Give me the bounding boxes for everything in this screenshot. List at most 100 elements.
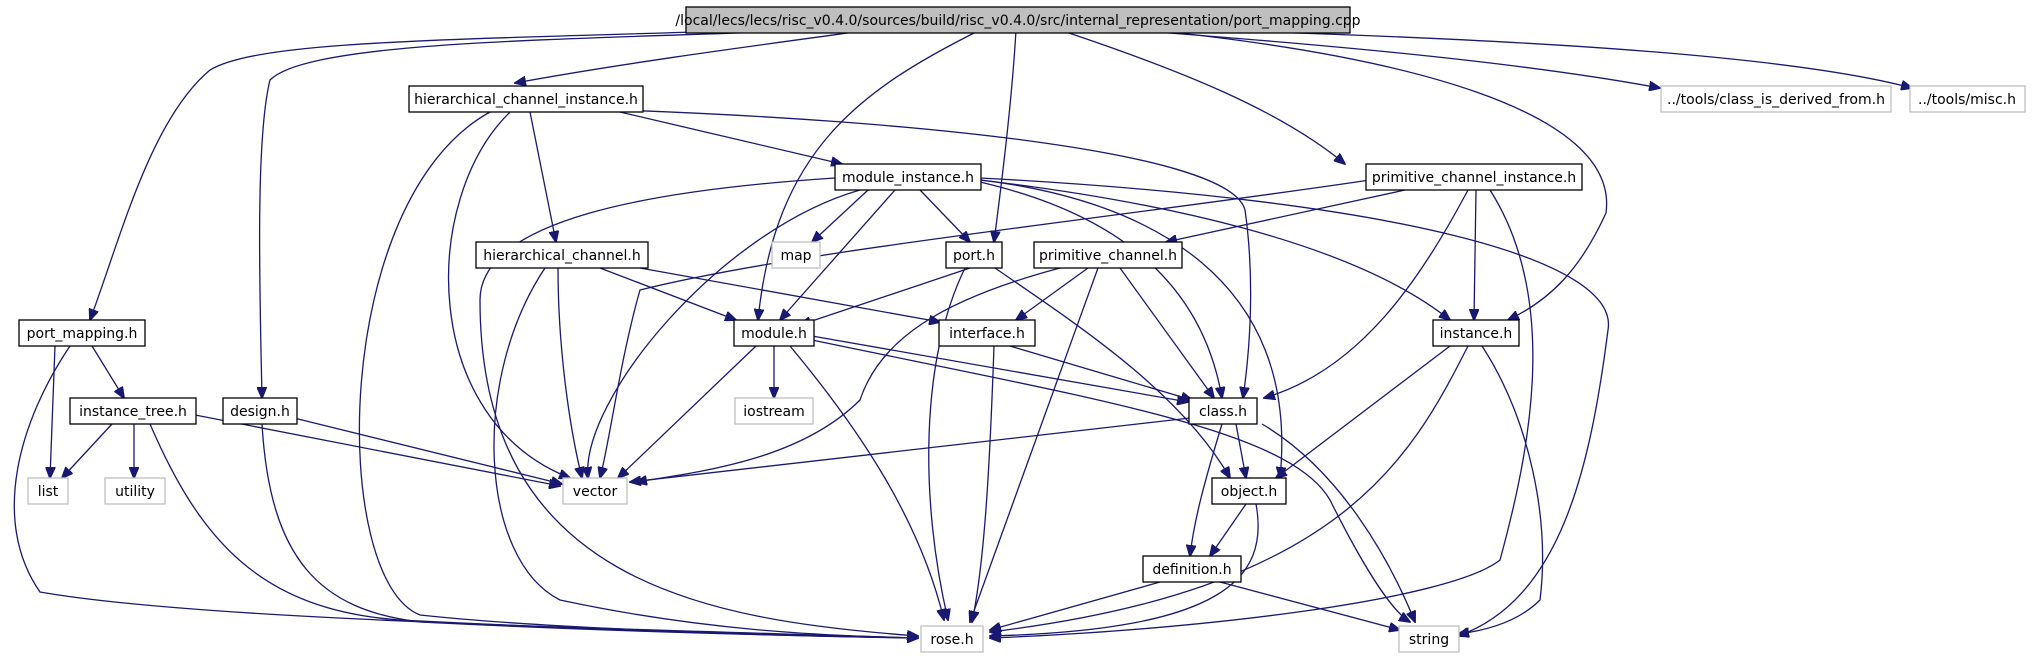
node-instance-h[interactable]: instance.h <box>1432 319 1520 347</box>
node-label: utility <box>115 484 155 500</box>
node-list[interactable]: list <box>27 477 69 505</box>
node-class-is-derived-from-h[interactable]: ../tools/class_is_derived_from.h <box>1660 85 1892 113</box>
node-label: vector <box>573 484 618 500</box>
edge-mod-to-vector <box>618 345 757 478</box>
node-interface-h[interactable]: interface.h <box>938 319 1036 347</box>
node-string[interactable]: string <box>1398 625 1460 653</box>
edge-root-to-port-mapping <box>90 29 761 320</box>
node-label: instance.h <box>1440 326 1513 342</box>
edge-hci-to-vector <box>447 111 570 478</box>
edge-root-to-port <box>994 29 1017 242</box>
node-label: class.h <box>1199 404 1247 420</box>
edge-hci-to-module-instance <box>619 111 842 164</box>
edge-root-to-class-derived <box>1129 29 1660 88</box>
node-module-h[interactable]: module.h <box>733 319 815 347</box>
edge-mi-to-instance <box>979 179 1450 320</box>
edge-object-to-rose <box>990 503 1259 636</box>
node-module-instance-h[interactable]: module_instance.h <box>834 163 982 191</box>
node-label: map <box>780 248 811 264</box>
edge-mi-to-map <box>812 189 869 242</box>
node-iostream[interactable]: iostream <box>734 397 814 425</box>
edge-class-to-object <box>1235 423 1246 478</box>
edge-pm-to-list <box>50 345 56 478</box>
node-root-label: /local/lecs/lecs/risc_v0.4.0/sources/bui… <box>675 13 1360 29</box>
edge-mi-to-vector <box>588 189 861 478</box>
edge-port-to-object <box>994 267 1230 478</box>
edge-hc-to-vector <box>557 267 582 478</box>
edge-it-to-list <box>62 423 113 478</box>
edge-mi-to-string <box>979 177 1610 636</box>
edge-hci-to-class <box>619 109 1252 398</box>
edge-root-to-hci <box>515 29 871 83</box>
edge-pc-to-rose <box>970 267 1099 622</box>
edge-root-to-pci <box>1059 29 1345 164</box>
edge-pc-to-class <box>1119 267 1214 398</box>
edge-pm-to-rose <box>13 345 918 638</box>
edge-if-to-rose <box>972 345 995 622</box>
edge-root-to-misc <box>1199 29 1912 88</box>
node-vector[interactable]: vector <box>562 477 628 505</box>
edge-pci-to-prim-channel <box>1166 189 1406 242</box>
edge-mod-to-rose <box>789 345 944 620</box>
node-label: ../tools/class_is_derived_from.h <box>1667 92 1885 108</box>
edge-port-to-module <box>800 267 971 325</box>
node-label: list <box>38 484 59 500</box>
edge-def-to-string <box>1219 581 1400 630</box>
edge-pci-to-vector <box>600 179 1371 478</box>
edge-it-to-vector <box>189 413 560 486</box>
edge-mi-to-port <box>919 189 970 242</box>
edge-hc-to-rose <box>493 267 918 638</box>
node-label: ../tools/misc.h <box>1918 92 2016 108</box>
edge-pci-to-class <box>1264 189 1469 398</box>
edge-hc-to-interface <box>639 267 940 322</box>
node-rose-h[interactable]: rose.h <box>920 625 984 653</box>
node-label: hierarchical_channel.h <box>483 248 641 264</box>
node-label: module_instance.h <box>842 170 974 186</box>
node-label: string <box>1409 632 1449 648</box>
node-port-h[interactable]: port.h <box>945 241 1003 269</box>
edges <box>13 29 1912 638</box>
edge-hci-to-rose <box>358 111 918 638</box>
node-label: instance_tree.h <box>79 404 187 420</box>
node-label: port.h <box>953 248 995 264</box>
node-label: design.h <box>230 404 290 420</box>
edge-object-to-definition <box>1210 503 1247 556</box>
node-hierarchical-channel-instance-h[interactable]: hierarchical_channel_instance.h <box>408 85 644 113</box>
node-instance-tree-h[interactable]: instance_tree.h <box>69 397 197 425</box>
edge-pci-to-instance <box>1474 189 1476 320</box>
node-label: primitive_channel.h <box>1039 248 1177 264</box>
node-label: object.h <box>1221 484 1277 500</box>
node-design-h[interactable]: design.h <box>222 397 298 425</box>
nodes: /local/lecs/lecs/risc_v0.4.0/sources/bui… <box>18 6 2026 653</box>
node-label: primitive_channel_instance.h <box>1372 170 1576 186</box>
edge-pc-to-vector <box>636 267 1061 482</box>
node-class-h[interactable]: class.h <box>1188 397 1258 425</box>
edge-root-to-module <box>758 29 981 320</box>
node-definition-h[interactable]: definition.h <box>1142 555 1242 583</box>
edge-design-to-vector <box>293 417 562 484</box>
edge-pm-to-instance-tree <box>91 345 124 398</box>
edge-if-to-class <box>1009 345 1192 400</box>
edge-root-to-design <box>260 29 821 398</box>
node-primitive-channel-instance-h[interactable]: primitive_channel_instance.h <box>1365 163 1583 191</box>
node-utility[interactable]: utility <box>104 477 166 505</box>
edge-inst-to-string <box>1458 345 1544 634</box>
edge-mi-to-module <box>780 189 896 320</box>
node-label: iostream <box>743 404 805 420</box>
node-port-mapping-h[interactable]: port_mapping.h <box>18 319 146 347</box>
node-label: definition.h <box>1152 562 1231 578</box>
node-label: interface.h <box>949 326 1025 342</box>
node-root[interactable]: /local/lecs/lecs/risc_v0.4.0/sources/bui… <box>675 6 1361 34</box>
edge-class-to-definition <box>1190 423 1223 556</box>
node-primitive-channel-h[interactable]: primitive_channel.h <box>1033 241 1183 269</box>
node-map[interactable]: map <box>771 241 821 269</box>
edge-hc-to-module <box>599 267 736 320</box>
node-object-h[interactable]: object.h <box>1211 477 1287 505</box>
edge-root-to-instance <box>1149 29 1608 320</box>
node-misc-h[interactable]: ../tools/misc.h <box>1909 85 2026 113</box>
edge-class-to-vector <box>630 417 1191 482</box>
edge-mi-to-rose <box>479 177 918 636</box>
node-label: module.h <box>741 326 807 342</box>
node-hierarchical-channel-h[interactable]: hierarchical_channel.h <box>475 241 649 269</box>
